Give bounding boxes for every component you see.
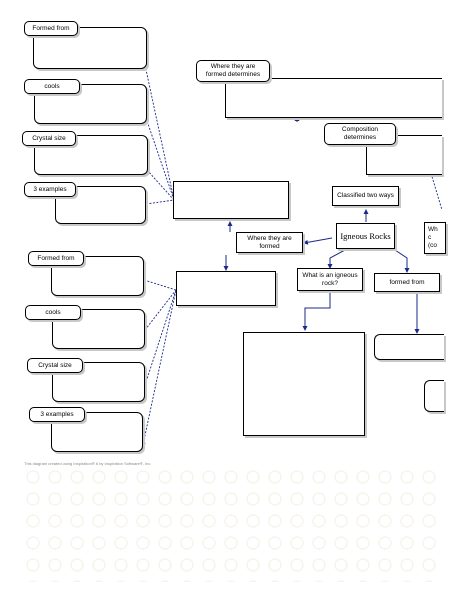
cools-label-1: cools [24,79,80,94]
right-cut-label: Wh c (co [424,222,446,254]
credit-text: This diagram created using Inspiration® … [24,461,152,466]
formation-types-box-bottom [176,271,276,306]
where-formed-label: Where they are formed [236,232,303,253]
where-determines-box [225,78,442,118]
classified-label: Classified two ways [332,186,399,206]
formed-from-box-2 [51,256,144,296]
crystal-size-label-2: Crystal size [27,358,83,373]
cools-label-2: cools [25,305,81,320]
igneous-rocks-title: Igneous Rocks [336,223,395,249]
crystal-size-label-1: Crystal size [22,131,76,146]
formed-from-answer-box [374,334,444,360]
right-cut-box [424,380,444,412]
what-is-label: What is an igneous rock? [297,268,363,291]
background-pattern [22,466,442,582]
where-determines-label: Where they are formed determines [196,60,270,82]
formed-from-label-1: Formed from [24,21,78,36]
formed-from-label-2: Formed from [28,251,84,266]
definition-box [243,332,365,436]
formation-types-box-top [173,181,289,219]
examples-label-1: 3 examples [24,182,76,197]
composition-label: Composition determines [324,123,396,145]
formed-from-right-label: formed from [374,273,440,292]
examples-label-2: 3 examples [29,407,85,422]
